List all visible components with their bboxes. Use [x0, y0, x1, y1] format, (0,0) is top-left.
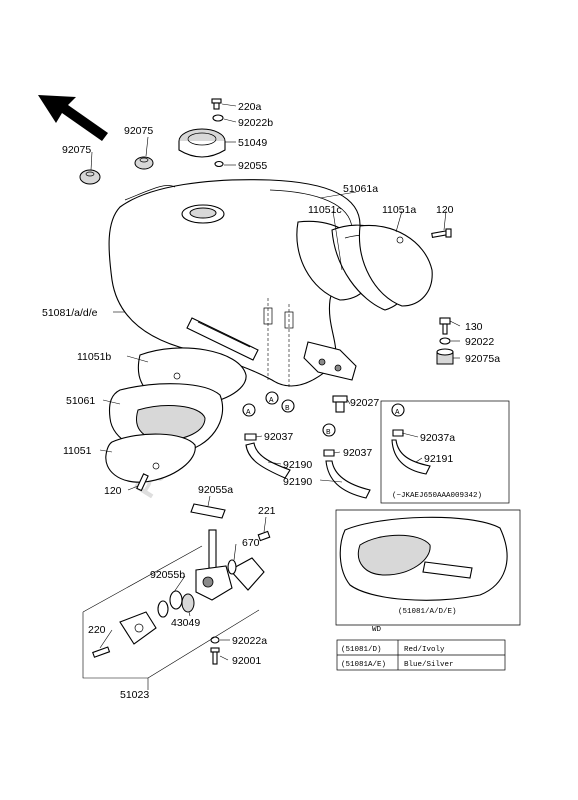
- callout-51049: 51049: [238, 137, 267, 149]
- inset-wd-label: WD: [372, 626, 382, 634]
- leader-lines: [90, 103, 461, 661]
- callout-92191: 92191: [424, 453, 453, 465]
- bolt-220a: [211, 98, 222, 110]
- callout-11051b: 11051b: [77, 351, 111, 363]
- callout-92055: 92055: [238, 160, 267, 172]
- washer-92022a: [210, 636, 220, 644]
- svg-text:B: B: [326, 429, 331, 437]
- callout-92037a: 92037a: [420, 432, 455, 444]
- callout-92022b: 92022b: [238, 117, 273, 129]
- damper-92075-left: [79, 169, 101, 185]
- callout-43049: 43049: [171, 617, 200, 629]
- callout-51061a: 51061a: [343, 183, 378, 195]
- inset-tank-caption: (51081/A/D/E): [398, 608, 457, 616]
- callout-92037-b: 92037: [343, 447, 372, 459]
- bolt-221: [257, 530, 271, 542]
- svg-text:A: A: [269, 397, 274, 405]
- seal-43049: [181, 593, 195, 613]
- lever-plate: [119, 611, 157, 645]
- callout-11051a: 11051a: [382, 204, 416, 216]
- callout-92055b: 92055b: [150, 569, 185, 581]
- damper-92075-top: [134, 156, 154, 170]
- callout-92001: 92001: [232, 655, 261, 667]
- callout-92055a: 92055a: [198, 484, 233, 496]
- ring-92055: [214, 160, 224, 168]
- callout-51023: 51023: [120, 689, 149, 701]
- bolt-130: [439, 317, 451, 335]
- callout-92022: 92022: [465, 336, 494, 348]
- callout-51061: 51061: [66, 395, 95, 407]
- screw-220: [92, 646, 111, 658]
- callout-120-left: 120: [104, 485, 122, 497]
- callout-92075-left: 92075: [62, 144, 91, 156]
- callout-11051c: 11051c: [308, 204, 342, 216]
- washer-92022b: [212, 114, 224, 122]
- cap-51049: [178, 128, 226, 158]
- inset-variant-hose: A (~JKAEJ650AAA009342): [380, 400, 510, 504]
- o-ring-670: [227, 559, 237, 575]
- clamp-92037-a: [244, 433, 257, 441]
- callout-92190-b: 92190: [283, 476, 312, 488]
- svg-text:A: A: [246, 409, 251, 417]
- callout-92022a: 92022a: [232, 635, 267, 647]
- gasket-11051: [105, 433, 196, 483]
- color-table-code-1: (51081/D): [341, 646, 382, 654]
- screw-92001: [210, 647, 220, 665]
- callout-220: 220: [88, 624, 106, 636]
- svg-text:B: B: [285, 405, 290, 413]
- callout-92075-top: 92075: [124, 125, 153, 137]
- cup-part: [157, 600, 169, 618]
- screw-120-right: [431, 228, 452, 238]
- o-ring-92055b: [169, 590, 183, 610]
- svg-text:A: A: [395, 409, 400, 417]
- connector-a-tank: A: [265, 391, 279, 405]
- callout-labels: 220a 92022b 51049 92055 92075 92075 5106…: [42, 101, 500, 701]
- screw-120-left: [136, 473, 149, 492]
- callout-92075a: 92075a: [465, 353, 500, 365]
- hose-92190-a: [245, 442, 291, 479]
- gasket-11051a: [358, 224, 433, 307]
- color-table-color-1: Red/Ivoly: [404, 646, 445, 654]
- callout-51081ade: 51081/a/d/e: [42, 307, 98, 319]
- connector-a-hose: A: [242, 403, 256, 417]
- callout-92190-a: 92190: [283, 459, 312, 471]
- gasket-92055a: [190, 503, 226, 519]
- direction-arrow-icon: [38, 95, 108, 141]
- color-table-code-2: (51081A/E): [341, 661, 386, 669]
- callout-92027: 92027: [350, 397, 379, 409]
- callout-11051: 11051: [63, 445, 92, 457]
- inset-tank-emblem: (51081/A/D/E) WD: [335, 509, 521, 634]
- connector-b-hose: B: [322, 423, 336, 437]
- callout-92037-a: 92037: [264, 431, 293, 443]
- callout-120-right: 120: [436, 204, 454, 216]
- color-table: (51081/D) Red/Ivoly (51081A/E) Blue/Silv…: [336, 639, 506, 671]
- callout-670: 670: [242, 537, 260, 549]
- callout-130: 130: [465, 321, 483, 333]
- connector-b-tank: B: [281, 399, 295, 413]
- damper-92075a: [436, 348, 454, 365]
- inset-serial-text: (~JKAEJ650AAA009342): [392, 492, 482, 500]
- callout-221: 221: [258, 505, 276, 517]
- fuel-tap-51023: [195, 529, 265, 601]
- bolt-92027: [332, 395, 348, 413]
- clamp-92037-b: [323, 449, 335, 457]
- hose-92190-b: [325, 460, 371, 499]
- callout-220a: 220a: [238, 101, 262, 113]
- color-table-color-2: Blue/Silver: [404, 661, 454, 669]
- washer-92022: [439, 337, 451, 345]
